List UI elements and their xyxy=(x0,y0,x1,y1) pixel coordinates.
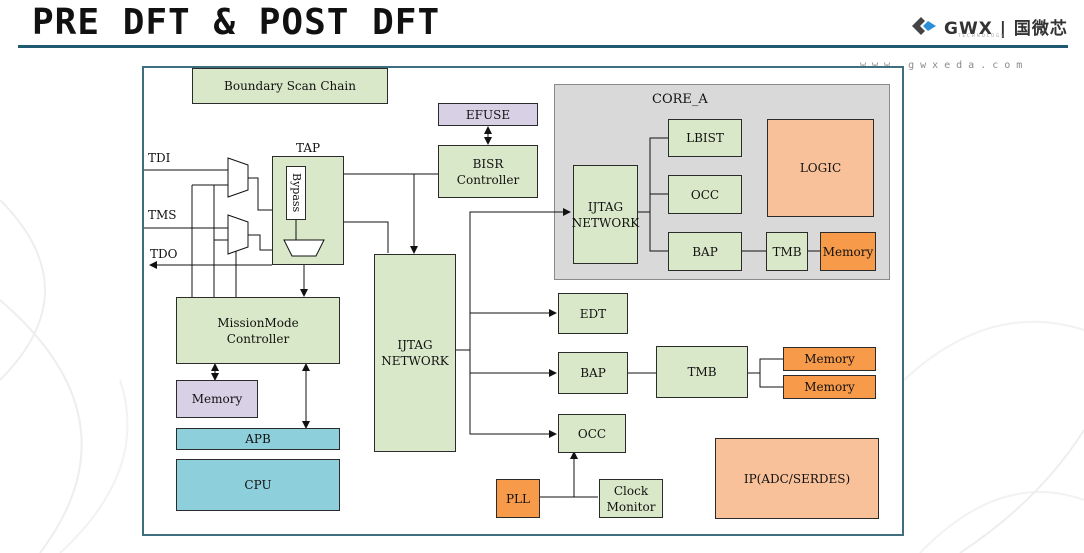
logo-subtext: TECHNOLOGY xyxy=(958,33,1006,38)
core-a-label: CORE_A xyxy=(652,92,708,107)
missionmode-controller: MissionMode Controller xyxy=(176,297,340,364)
page-title: PRE DFT & POST DFT xyxy=(32,2,441,43)
bap-block: BAP xyxy=(558,352,628,394)
cpu-block: CPU xyxy=(176,459,340,511)
tap-label: TAP xyxy=(296,141,321,155)
logo-text: GWX | 国微芯 xyxy=(944,18,1068,39)
bisr-controller: BISR Controller xyxy=(438,145,538,198)
core-ijtag-network: IJTAG NETWORK xyxy=(572,165,639,264)
core-bap: BAP xyxy=(668,232,742,271)
website-url: www.gwxeda.com xyxy=(860,60,1029,71)
apb-bus: APB xyxy=(176,428,340,450)
occ-block: OCC xyxy=(558,414,626,453)
edt-block: EDT xyxy=(558,293,628,334)
tdi-label: TDI xyxy=(148,151,171,165)
core-lbist: LBIST xyxy=(668,119,742,157)
core-memory: Memory xyxy=(820,232,876,271)
tdo-label: TDO xyxy=(150,247,178,261)
core-occ: OCC xyxy=(668,175,742,214)
title-underline xyxy=(18,45,1068,48)
efuse-block: EFUSE xyxy=(438,103,538,126)
tms-mux xyxy=(227,214,249,255)
boundary-scan-chain: Boundary Scan Chain xyxy=(192,68,388,104)
pll-block: PLL xyxy=(496,479,540,518)
memory-1: Memory xyxy=(783,347,876,371)
memory-2: Memory xyxy=(783,375,876,399)
tdi-mux xyxy=(227,157,249,198)
bypass-label: Bypass xyxy=(290,173,303,213)
core-tmb: TMB xyxy=(766,232,808,271)
ijtag-network-main: IJTAG NETWORK xyxy=(374,254,456,452)
tmb-block: TMB xyxy=(656,346,748,398)
clock-monitor: Clock Monitor xyxy=(599,479,663,518)
tms-label: TMS xyxy=(148,208,177,222)
bypass-register: Bypass xyxy=(286,166,306,220)
company-logo: GWX | 国微芯 xyxy=(910,14,1068,39)
memory-left: Memory xyxy=(176,380,258,418)
gwx-logo-icon xyxy=(912,17,936,35)
ip-block: IP(ADC/SERDES) xyxy=(715,438,879,519)
core-logic: LOGIC xyxy=(767,119,874,217)
